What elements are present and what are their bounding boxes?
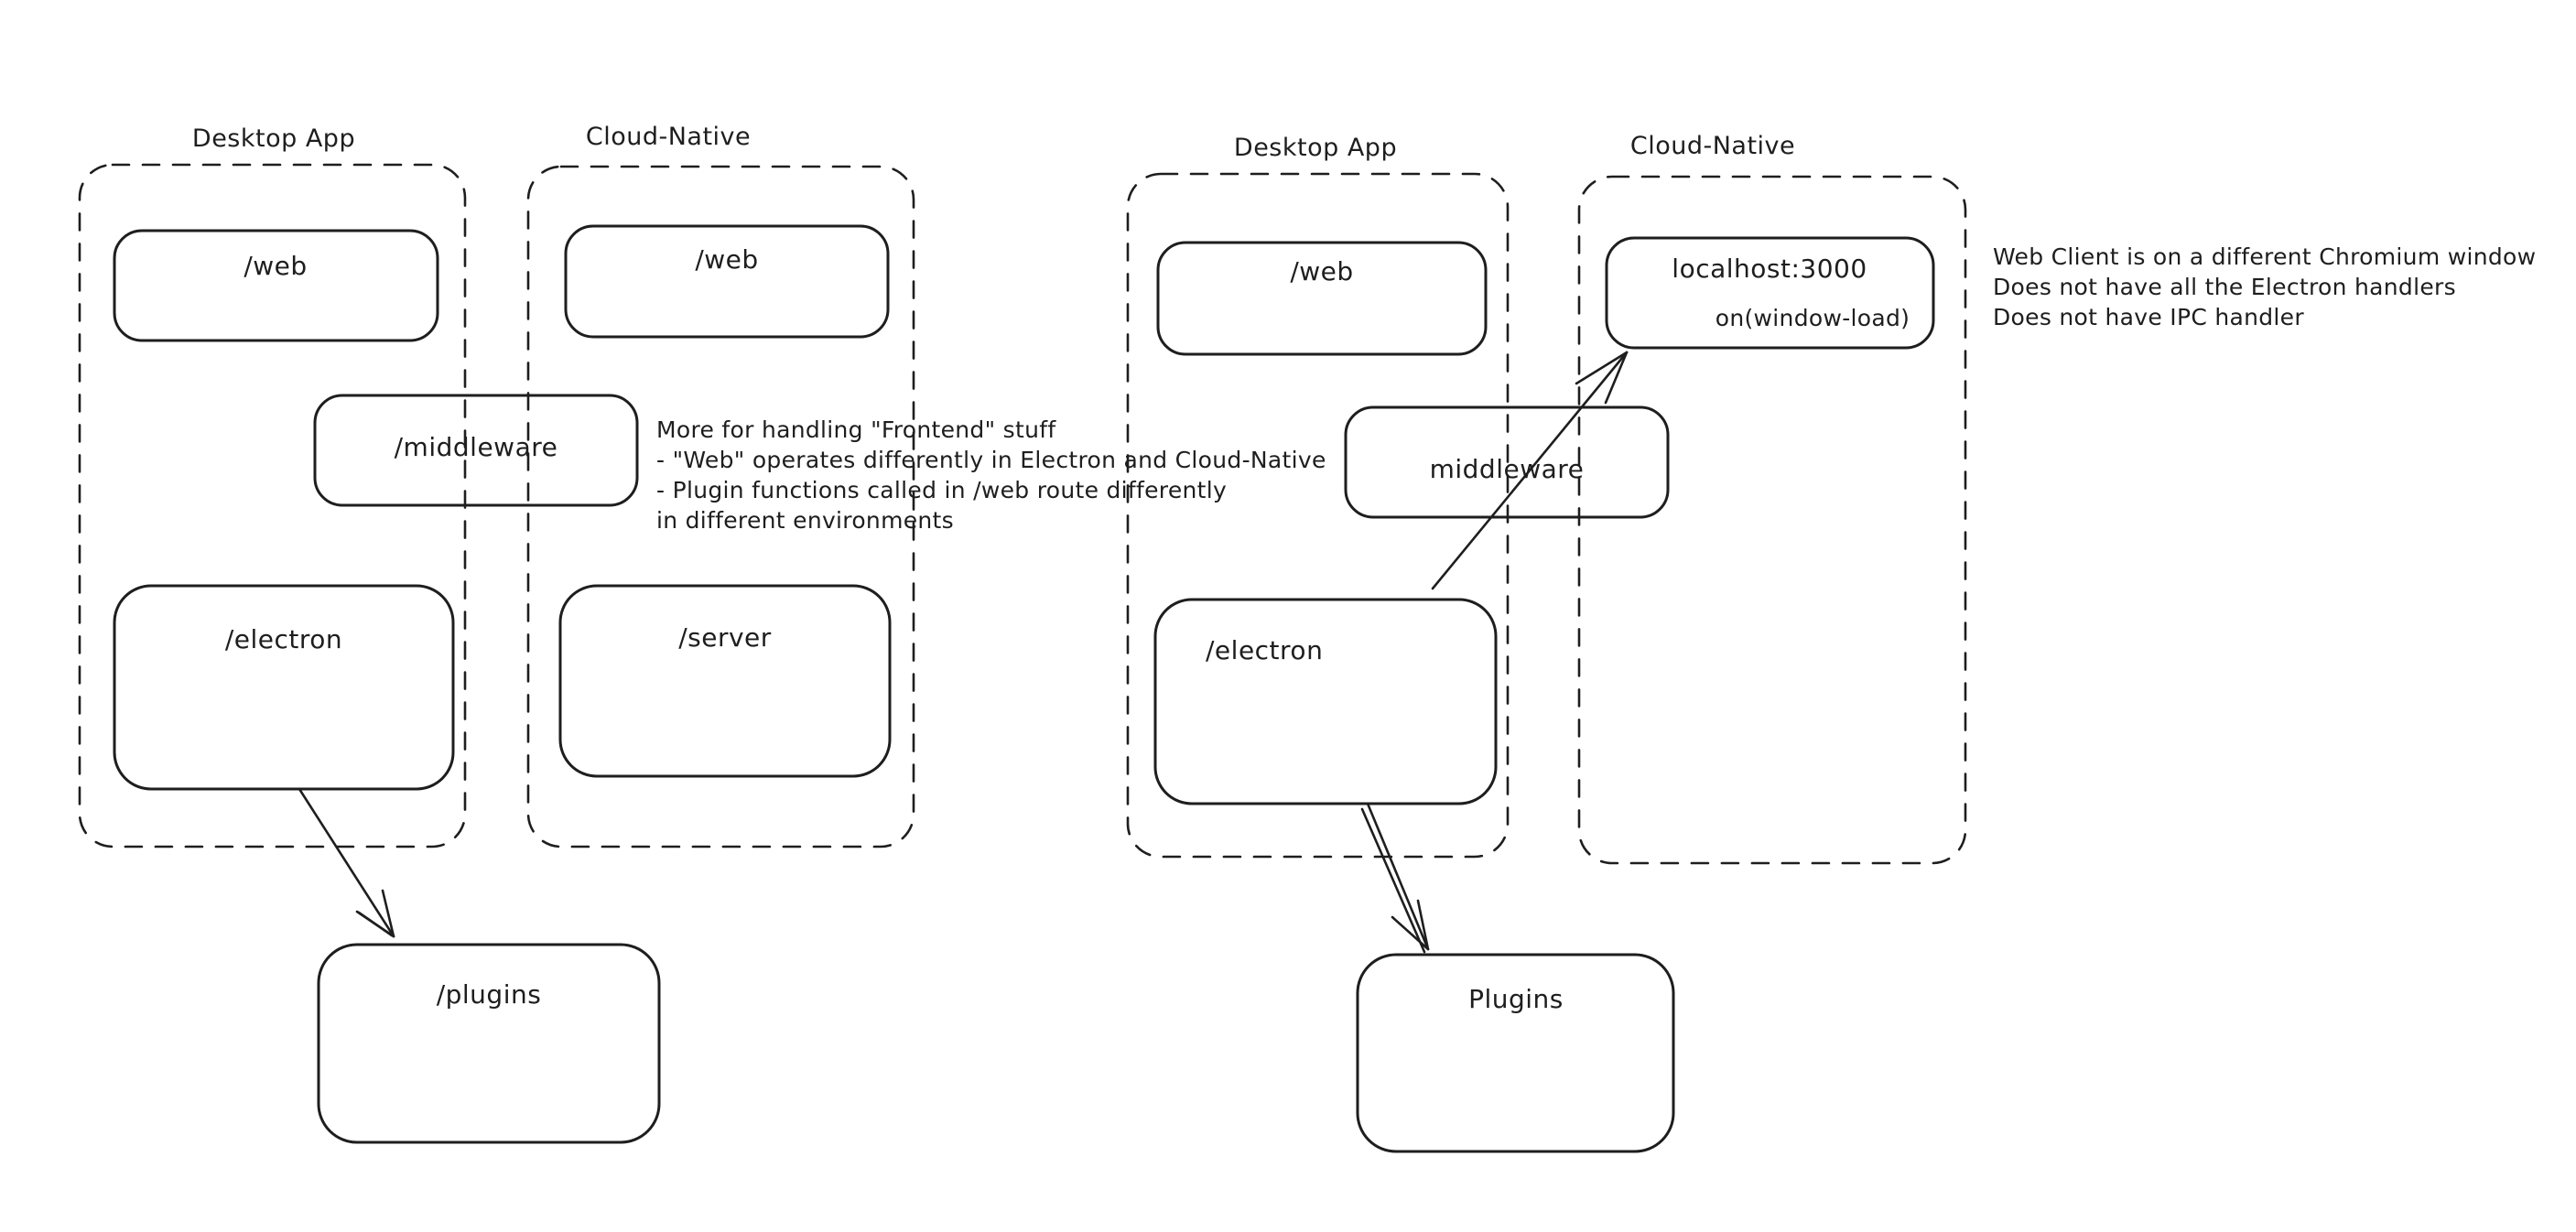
left-web-desktop-box [113, 229, 439, 342]
right-electron-label: /electron [1206, 635, 1323, 665]
green-note: More for handling "Frontend" stuff - "We… [656, 416, 1326, 534]
left-electron-box [113, 584, 455, 791]
red-note-line-3: Does not have IPC handler [1993, 304, 2304, 330]
left-middleware-box [313, 394, 639, 507]
left-middleware-label: /middleware [395, 432, 558, 462]
left-electron-label: /electron [225, 624, 342, 654]
right-plugins-box [1356, 953, 1675, 1153]
left-web-cloud-box [564, 224, 890, 339]
left-plugins-box [317, 943, 661, 1144]
left-plugins-label: /plugins [437, 979, 542, 1010]
left-web-desktop-label: /web [244, 251, 307, 281]
green-note-line-2: - "Web" operates differently in Electron… [656, 447, 1326, 473]
right-web-label: /web [1290, 256, 1353, 286]
right-middleware-label: middleware [1430, 454, 1585, 484]
right-cloud-native-container [1577, 175, 1967, 865]
right-localhost-label: localhost:3000 [1672, 254, 1867, 284]
green-note-line-1: More for handling "Frontend" stuff [656, 416, 1056, 443]
right-window-load-label: on(window-load) [1716, 305, 1910, 331]
right-localhost-box [1605, 236, 1935, 350]
left-web-cloud-label: /web [695, 244, 758, 275]
red-note: Web Client is on a different Chromium wi… [1993, 243, 2536, 330]
right-web-box [1156, 241, 1488, 356]
right-plugins-label: Plugins [1468, 984, 1564, 1014]
left-cloud-native-container [526, 165, 915, 848]
right-electron-box [1153, 598, 1498, 805]
red-note-line-2: Does not have all the Electron handlers [1993, 274, 2456, 300]
left-server-box [558, 584, 892, 778]
right-desktop-app-container [1126, 172, 1510, 859]
right-middleware-box [1344, 405, 1670, 519]
right-desktop-app-label: Desktop App [1234, 134, 1397, 162]
right-electron-to-plugins-arrow [1360, 802, 1430, 954]
right-electron-to-localhost-arrow [1431, 351, 1629, 590]
left-server-label: /server [678, 622, 772, 653]
green-note-line-4: in different environments [656, 507, 954, 534]
left-cloud-native-label: Cloud-Native [586, 123, 751, 151]
left-electron-to-plugins-arrow [298, 787, 395, 938]
red-note-line-1: Web Client is on a different Chromium wi… [1993, 243, 2536, 270]
left-desktop-app-label: Desktop App [192, 124, 355, 153]
right-cloud-native-label: Cloud-Native [1630, 132, 1795, 160]
green-note-line-3: - Plugin functions called in /web route … [656, 477, 1227, 503]
